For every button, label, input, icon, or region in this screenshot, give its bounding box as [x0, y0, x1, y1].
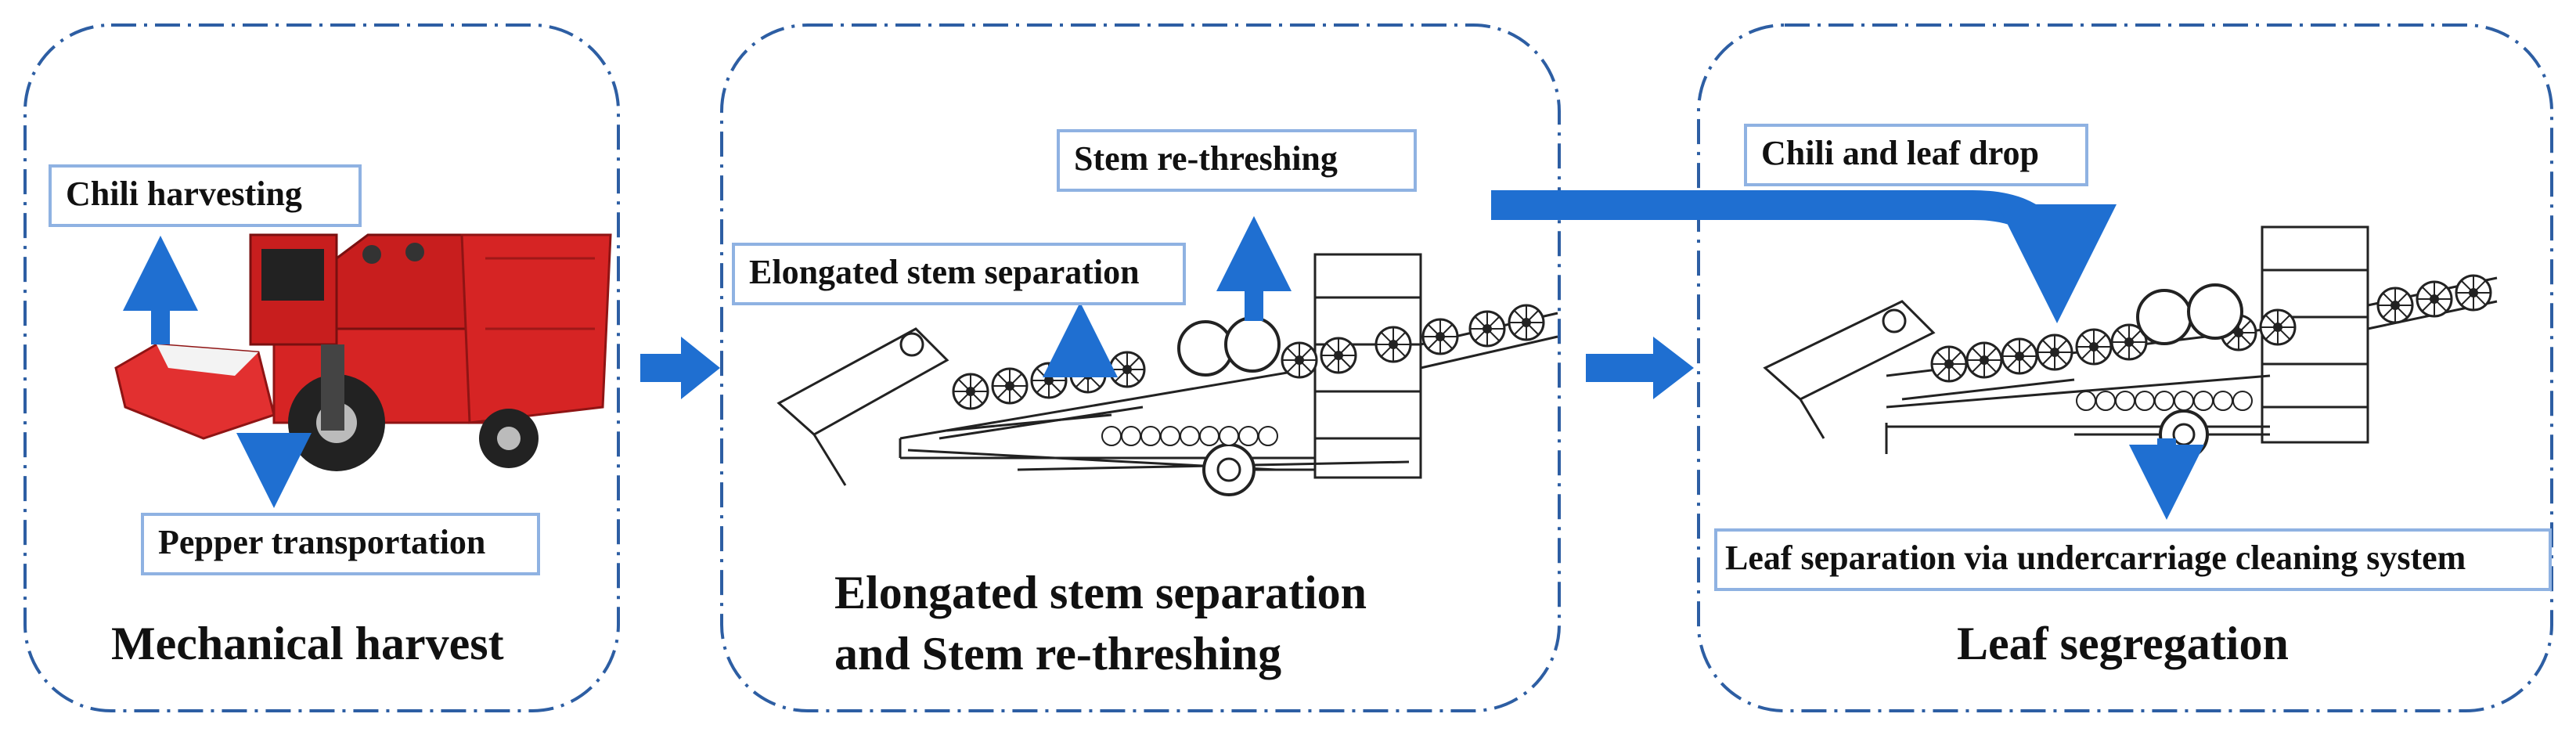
cleaning-machine-chain — [2076, 391, 2253, 411]
panel-2-frame — [720, 23, 1561, 712]
label-stem-rethreshing: Stem re-threshing — [1057, 129, 1417, 192]
label-pepper-transportation: Pepper transportation — [141, 513, 540, 575]
panel-1-title: Mechanical harvest — [111, 618, 504, 669]
separation-machine-rollers — [952, 304, 1545, 496]
separation-machine-drawing — [776, 253, 1558, 486]
arrow-chili-leaf-drop — [1491, 190, 2117, 323]
panel-1-frame — [23, 23, 620, 712]
label-chili-leaf-drop: Chili and leaf drop — [1744, 124, 2088, 186]
panel-2-title-line-1: Elongated stem separation — [834, 567, 1367, 618]
label-elongated-stem-separation: Elongated stem separation — [732, 243, 1186, 305]
transition-arrow-1 — [640, 337, 720, 399]
panel-2-title-line-2: and Stem re-threshing — [834, 628, 1282, 680]
harvester-illustration — [114, 233, 612, 471]
transition-arrow-2 — [1586, 337, 1694, 399]
label-chili-harvesting: Chili harvesting — [49, 164, 362, 227]
panel-3-title: Leaf segregation — [1957, 618, 2289, 669]
cleaning-machine-rollers — [1930, 274, 2492, 460]
label-leaf-separation: Leaf separation via undercarriage cleani… — [1714, 528, 2552, 591]
separation-machine-chain — [1101, 426, 1278, 446]
panel-3-frame — [1697, 23, 2553, 712]
